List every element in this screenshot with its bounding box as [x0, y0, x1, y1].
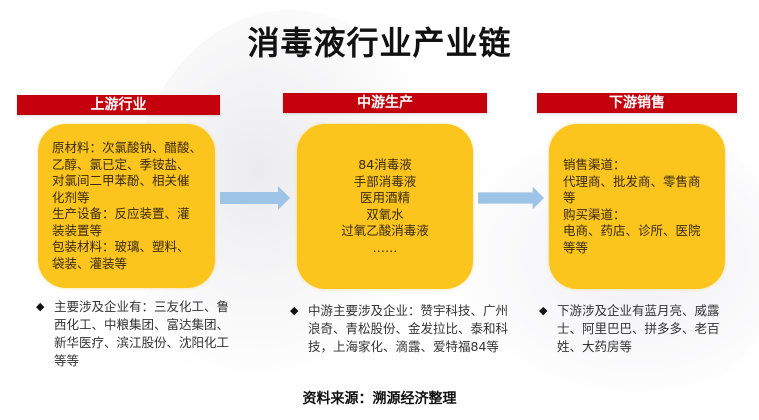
- note-midstream-companies: ◆ 中游主要涉及企业：赞宇科技、广州浪奇、青松股份、金发拉比、泰和科技，上海家化…: [290, 302, 510, 356]
- note-upstream-companies: ◆ 主要涉及企业有：三友化工、鲁西化工、中粮集团、富达集团、新华医疗、滨江股份、…: [36, 298, 236, 370]
- box-line: 装装置等: [52, 222, 103, 238]
- box-line: 代理商、批发商、零售商: [563, 173, 701, 189]
- box-line: 袋装、灌装等: [52, 255, 128, 271]
- box-line: 购买渠道：: [563, 206, 626, 222]
- arrow-right-icon: [478, 186, 544, 210]
- stage-header-midstream: 中游生产: [283, 93, 487, 113]
- box-line: 原材料：次氯酸钠、醋酸、: [52, 140, 203, 155]
- diamond-bullet-icon: ◆: [36, 300, 45, 313]
- box-line: 等等: [563, 239, 589, 255]
- note-text: 中游主要涉及企业：赞宇科技、广州浪奇、青松股份、金发拉比、泰和科技，上海家化、滴…: [308, 303, 509, 354]
- box-line: 电商、药店、诊所、医院: [563, 223, 701, 238]
- note-downstream-companies: ◆ 下游涉及企业有蓝月亮、威露士、阿里巴巴、拼多多、老百姓、大药房等: [539, 302, 739, 356]
- box-line: 过氧乙酸消毒液: [341, 223, 429, 238]
- box-line: 双氧水: [366, 206, 404, 222]
- stage-header-downstream: 下游销售: [537, 93, 737, 113]
- box-line: 生产设备：反应装置、灌: [52, 206, 190, 221]
- stage-box-midstream: 84消毒液 手部消毒液 医用酒精 双氧水 过氧乙酸消毒液 ……: [297, 124, 473, 289]
- page-title: 消毒液行业产业链: [247, 24, 512, 62]
- stage-box-downstream: 销售渠道： 代理商、批发商、零售商 等 购买渠道： 电商、药店、诊所、医院 等等: [549, 124, 725, 289]
- box-line: 医用酒精: [359, 190, 410, 205]
- box-line: 等: [563, 190, 576, 205]
- note-text: 下游涉及企业有蓝月亮、威露士、阿里巴巴、拼多多、老百姓、大药房等: [557, 303, 720, 354]
- box-line: 手部消毒液: [353, 173, 417, 189]
- stage-header-upstream: 上游行业: [17, 95, 220, 115]
- diamond-bullet-icon: ◆: [290, 304, 299, 317]
- box-line: 销售渠道：: [563, 157, 626, 172]
- stage-box-upstream: 原材料：次氯酸钠、醋酸、 乙醇、氯已定、季铵盐、 对氯间二甲苯酚、相关催 化剂等…: [38, 124, 215, 288]
- arrow-right-icon: [220, 186, 290, 210]
- box-line: 包装材料：玻璃、塑料、: [52, 239, 190, 254]
- source-caption: 资料来源：溯源经济整理: [302, 391, 457, 407]
- box-line: 对氯间二甲苯酚、相关催: [52, 173, 190, 188]
- box-line: 84消毒液: [358, 157, 412, 172]
- box-line: 乙醇、氯已定、季铵盐、: [52, 156, 190, 172]
- diamond-bullet-icon: ◆: [539, 304, 548, 317]
- box-line: 化剂等: [52, 189, 90, 205]
- note-text: 主要涉及企业有：三友化工、鲁西化工、中粮集团、富达集团、新华医疗、滨江股份、沈阳…: [54, 299, 230, 368]
- box-line: ……: [372, 239, 398, 255]
